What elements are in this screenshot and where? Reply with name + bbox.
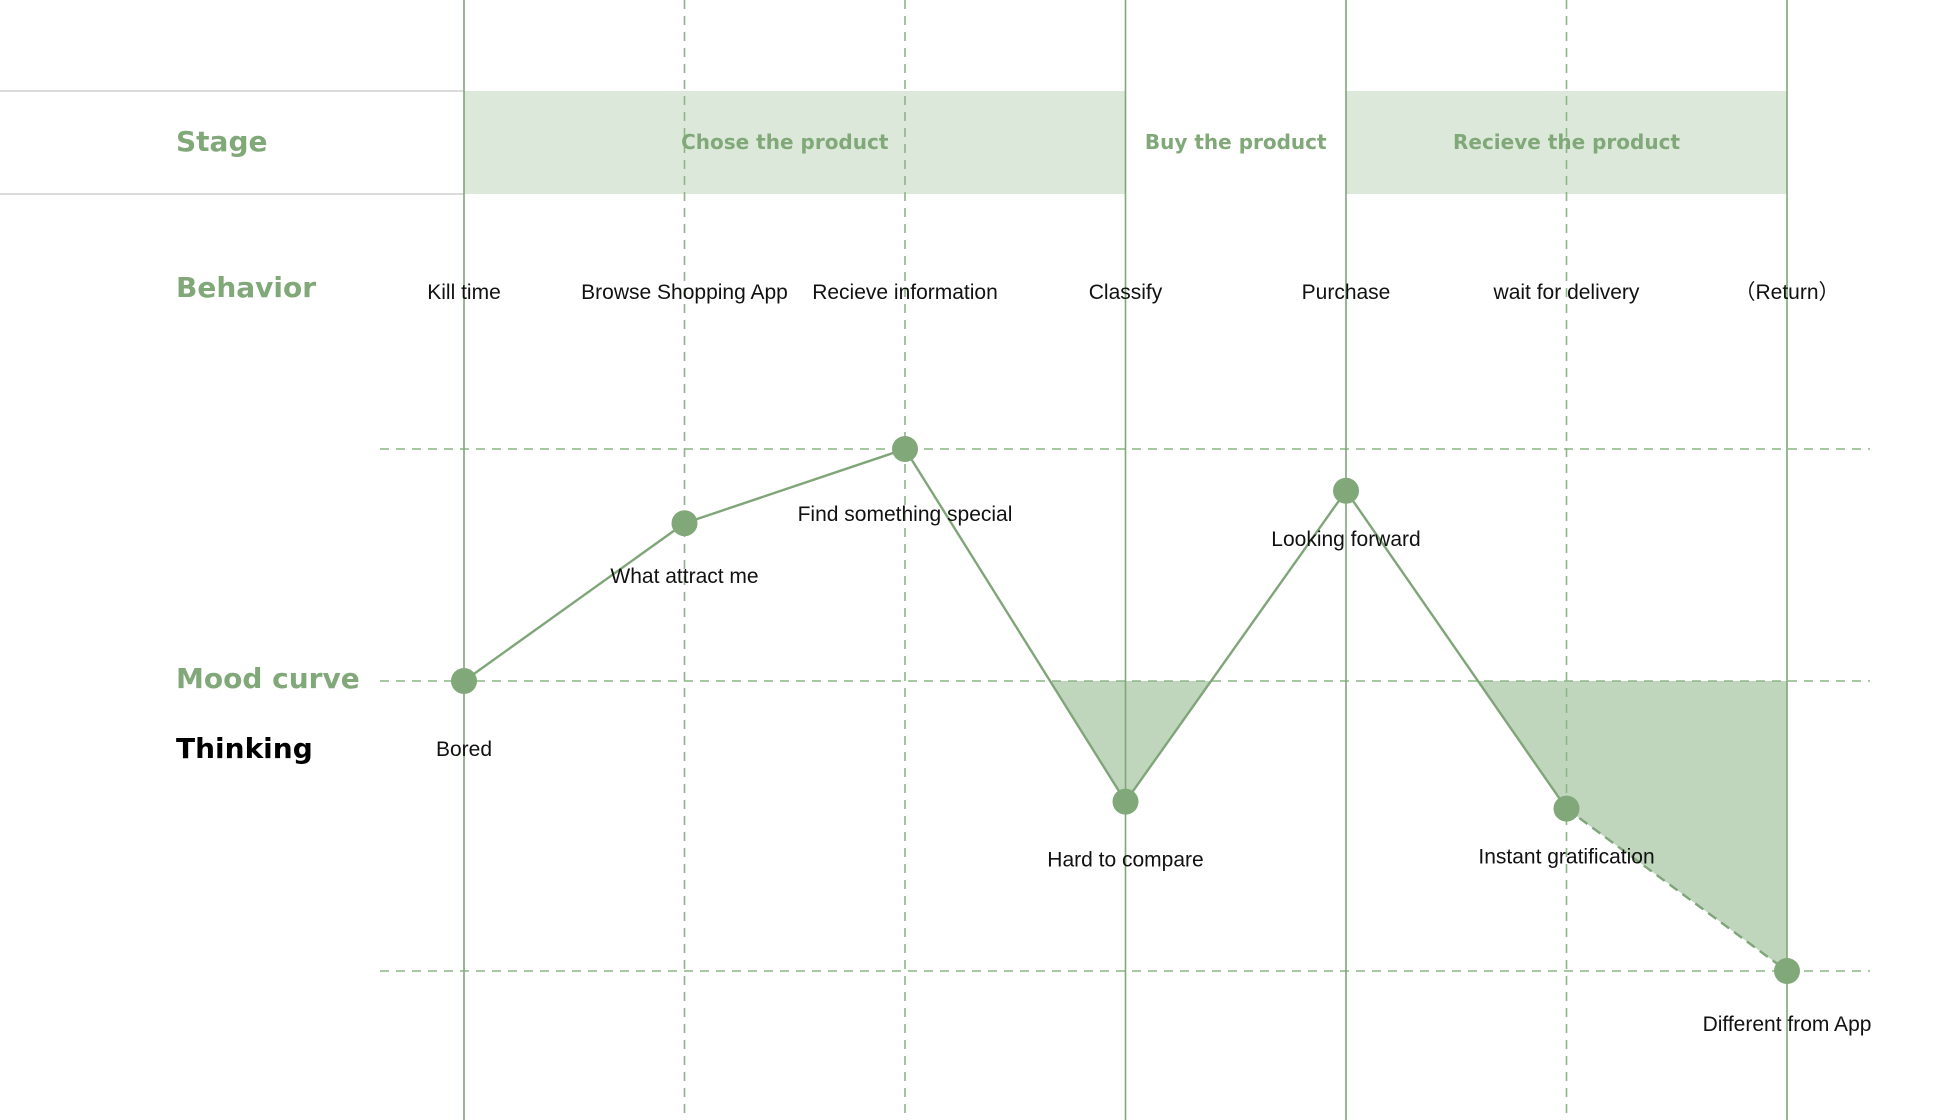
thought-label-2: Find something special [798,503,1013,526]
behavior-label-5: wait for delivery [1493,281,1640,304]
thinking-section-label: Thinking [176,732,313,765]
mood-point-2 [892,436,918,462]
thought-label-1: What attract me [610,565,758,588]
stage-label-1: Buy the product [1145,130,1327,154]
stage-label-2: Recieve the product [1453,130,1680,154]
mood-curve-section-label: Mood curve [176,662,360,695]
negative-mood-area-1 [1477,681,1787,971]
mood-point-4 [1333,477,1359,504]
mood-curve-segment-6 [1565,807,1788,972]
mood-point-1 [671,510,698,537]
thought-label-3: Hard to compare [1047,849,1203,872]
behavior-label-2: Recieve information [812,281,998,304]
negative-mood-area-0 [1050,681,1212,802]
mood-curve-segment-4 [1124,490,1347,803]
stage-band-0 [464,91,1126,194]
stage-label-0: Chose the product [681,130,889,154]
thought-label-6: Different from App [1703,1013,1872,1036]
behavior-label-4: Purchase [1302,281,1391,304]
stage-section-label: Stage [176,125,268,158]
mood-curve-segment-1 [463,522,686,682]
stage-bands [0,90,1787,195]
mood-point-6 [1774,958,1800,984]
thought-label-5: Instant gratification [1478,846,1654,869]
mood-curve [451,436,1800,984]
thought-label-0: Bored [436,738,492,761]
behavior-label-3: Classify [1089,281,1163,304]
negative-mood-areas [1050,681,1787,971]
mood-point-0 [451,668,477,694]
behavior-label-0: Kill time [427,281,501,304]
mood-curve-segment-3 [903,448,1127,803]
mood-curve-segment-2 [684,447,906,525]
behavior-section-label: Behavior [176,271,317,304]
mood-point-3 [1112,788,1139,815]
mood-point-5 [1553,795,1580,822]
mood-curve-segment-5 [1345,490,1568,810]
behavior-label-6: （Return） [1734,281,1839,304]
grid-lines [380,0,1870,1120]
behavior-label-1: Browse Shopping App [581,281,788,304]
thought-label-4: Looking forward [1271,528,1420,551]
